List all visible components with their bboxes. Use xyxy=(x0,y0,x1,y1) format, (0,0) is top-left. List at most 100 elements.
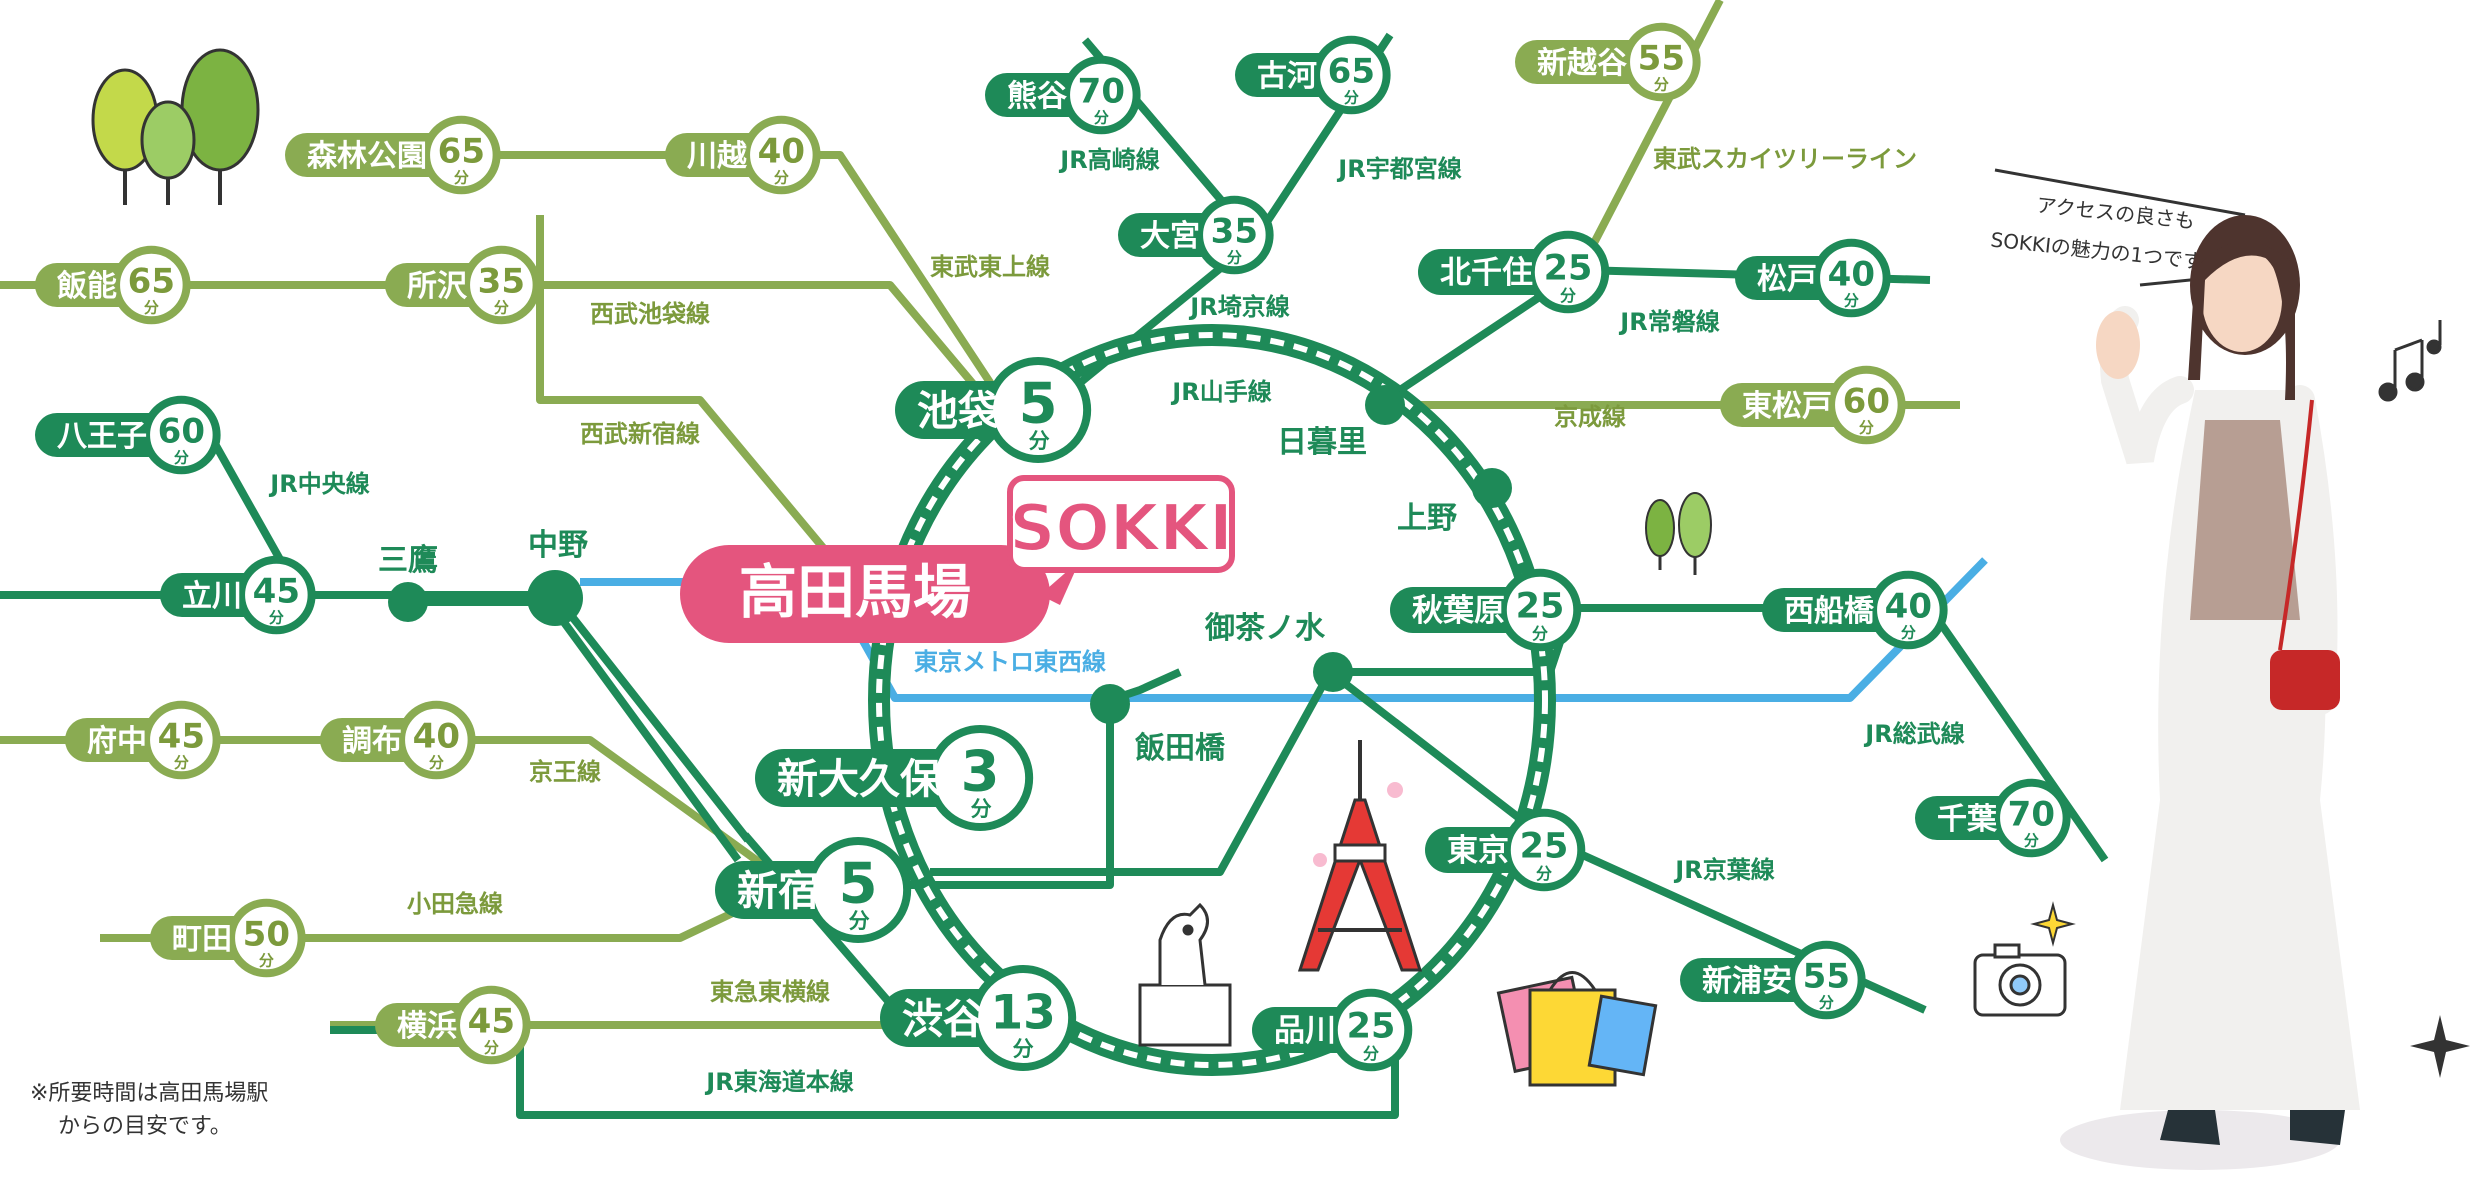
station-machida-name: 町田 xyxy=(172,922,232,957)
sokki-logo: SOKKI xyxy=(1007,475,1235,573)
station-shinokubo-name: 新大久保 xyxy=(777,755,942,803)
station-machida-minutes-badge xyxy=(227,898,306,978)
station-kawagoe-unit: 分 xyxy=(774,169,789,187)
station-chiba-minutes: 70 xyxy=(2008,794,2055,834)
station-tokorozawa-minutes-badge xyxy=(462,245,541,325)
station-kitasenju-minutes-badge xyxy=(1526,230,1610,314)
hachiko-statue-icon xyxy=(1138,902,1232,1047)
footnote-line-1: ※所要時間は高田馬場駅 xyxy=(30,1081,268,1106)
station-shinagawa-name: 品川 xyxy=(1274,1013,1336,1049)
station-tokyo-minutes: 25 xyxy=(1520,827,1569,867)
station-koga-minutes-badge xyxy=(1312,35,1391,115)
station-shibuya-minutes: 13 xyxy=(990,985,1055,1040)
line-label-jr-sobu: JR総武線 xyxy=(1863,720,1964,748)
station-shinagawa-minutes: 25 xyxy=(1347,1007,1396,1047)
station-koga-unit: 分 xyxy=(1344,89,1359,107)
footnote-line-2: からの目安です。 xyxy=(58,1114,232,1139)
station-akihabara-name: 秋葉原 xyxy=(1412,593,1505,629)
station-higashimatsudo-unit: 分 xyxy=(1859,419,1874,437)
station-ikebukuro-minutes: 5 xyxy=(1019,371,1058,436)
station-kitasenju-unit: 分 xyxy=(1560,286,1576,305)
station-machida[interactable]: 町田 50分 xyxy=(150,898,306,978)
station-omiya-minutes-badge xyxy=(1195,195,1274,275)
station-shinokubo-minutes: 3 xyxy=(961,739,1000,804)
station-ikebukuro-unit: 分 xyxy=(1029,429,1050,453)
station-machida-unit: 分 xyxy=(259,952,274,970)
station-kumagaya-minutes-badge xyxy=(1062,55,1141,135)
station-shinkoshigaya-name: 新越谷 xyxy=(1537,46,1627,81)
station-yokohama-name: 横浜 xyxy=(397,1009,457,1044)
music-notes-icon xyxy=(2378,320,2442,402)
station-chofu-name: 調布 xyxy=(342,724,402,759)
station-kitasenju-minutes: 25 xyxy=(1544,249,1593,289)
station-fuchu-minutes-badge xyxy=(142,700,221,780)
station-matsudo-minutes-badge xyxy=(1812,238,1891,318)
hub-station-name: 高田馬場 xyxy=(739,558,971,626)
station-shinkoshigaya-unit: 分 xyxy=(1654,76,1669,94)
junction-label-nippori: 日暮里 xyxy=(1277,425,1367,460)
station-kawagoe-minutes: 40 xyxy=(758,131,805,171)
station-shibuya-minutes-badge xyxy=(970,965,1077,1071)
footnote: ※所要時間は高田馬場駅 からの目安です。 xyxy=(30,1081,268,1139)
line-seibu-ikebukuro xyxy=(0,281,999,413)
station-shibuya-unit: 分 xyxy=(1013,1037,1034,1061)
station-ikebukuro-name: 池袋 xyxy=(917,387,999,435)
hub-station-pill xyxy=(680,545,1050,643)
line-label-keio: 京王線 xyxy=(529,758,601,786)
hub-station[interactable]: 高田馬場 SOKKI xyxy=(680,475,1235,643)
line-label-tokyu-toyoko: 東急東横線 xyxy=(710,978,830,1006)
station-kumagaya-minutes: 70 xyxy=(1078,71,1125,111)
station-omiya-minutes: 35 xyxy=(1211,211,1258,251)
station-kawagoe-name: 川越 xyxy=(687,139,748,174)
station-chofu-unit: 分 xyxy=(429,754,444,772)
station-koga-name: 古河 xyxy=(1257,59,1317,94)
station-ikebukuro[interactable]: 池袋 5分 xyxy=(895,357,1092,463)
station-kumagaya-name: 熊谷 xyxy=(1007,79,1067,114)
junction-ueno-dot xyxy=(1472,468,1512,508)
speech-line-1: アクセスの良さも xyxy=(2035,193,2196,233)
station-hanno-unit: 分 xyxy=(144,299,159,317)
station-tokorozawa-name: 所沢 xyxy=(407,269,468,304)
line-tokaido xyxy=(516,1030,1399,1119)
line-label-seibu-shinjuku: 西武新宿線 xyxy=(580,420,700,448)
line-label-jr-utsunomiya: JR宇都宮線 xyxy=(1336,155,1461,183)
station-ikebukuro-minutes-badge xyxy=(985,357,1092,463)
station-chofu-minutes-badge xyxy=(397,700,476,780)
station-shinrinkoen-unit: 分 xyxy=(454,169,469,187)
station-matsudo-name: 松戸 xyxy=(1757,262,1817,297)
station-hachioji-minutes: 60 xyxy=(158,411,205,451)
station-shinurayasu-minutes: 55 xyxy=(1803,956,1850,996)
station-kawagoe[interactable]: 川越 40分 xyxy=(665,115,821,195)
station-shinrinkoen-name: 森林公園 xyxy=(307,139,427,174)
station-shinurayasu-unit: 分 xyxy=(1819,994,1834,1012)
station-machida-minutes: 50 xyxy=(243,914,290,954)
station-chiba-unit: 分 xyxy=(2024,832,2039,850)
line-label-jr-saikyo: JR埼京線 xyxy=(1188,293,1289,321)
station-hachioji-minutes-badge xyxy=(142,395,221,475)
